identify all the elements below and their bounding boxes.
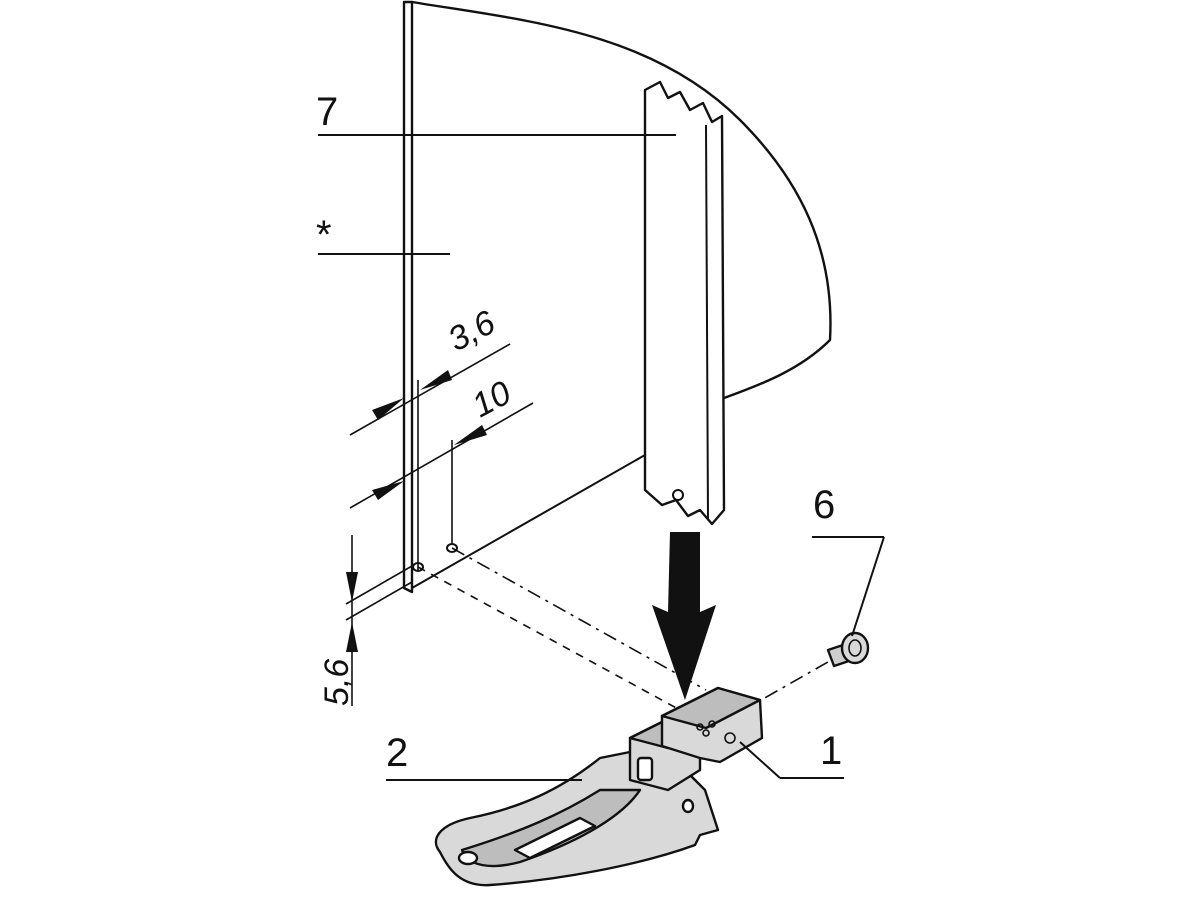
label-part-7: 7: [316, 90, 338, 134]
clamp-pin-c: [702, 729, 710, 737]
panel-hole-a: [412, 562, 424, 572]
clamp-block: [628, 686, 764, 792]
label-part-6: 6: [813, 483, 835, 527]
dim-arrow-right-a: [420, 370, 452, 390]
projection-line-b: [451, 547, 707, 691]
clamp-upper-top: [660, 686, 762, 730]
foot-slot: [513, 816, 597, 860]
label-part-2: 2: [386, 731, 408, 775]
extension-line-c: [345, 565, 413, 605]
screw: [826, 631, 870, 668]
insertion-arrow: [652, 532, 716, 700]
leader-part-6-v: [851, 536, 885, 637]
rail-body: [643, 80, 726, 526]
dim-arrow-down: [346, 572, 358, 602]
label-part-1: 1: [820, 729, 842, 773]
foot-hole-a: [457, 850, 479, 866]
panel-hole-b: [446, 543, 458, 553]
panel-curved-cutout: [411, 0, 832, 400]
foot-groove: [460, 788, 642, 868]
dimension-10: 10: [349, 374, 534, 545]
clamp-side-hole: [724, 732, 736, 744]
dim-arrow-up: [346, 622, 358, 652]
leader-part-1-d: [739, 741, 781, 779]
projection-line-a: [417, 566, 681, 711]
dim-text-5-6: 5,6: [318, 659, 356, 706]
dimension-3-6: 3,6: [349, 303, 511, 570]
dimension-line-3-6: [349, 343, 511, 436]
rail-hole: [672, 489, 684, 501]
clamp-pin-b: [708, 720, 716, 728]
cabinet-panel: [402, 0, 832, 594]
label-asterisk: *: [316, 213, 332, 257]
dim-arrow-right-b: [454, 425, 487, 445]
clamp-window: [636, 756, 654, 782]
dimension-5-6: 5,6: [318, 535, 413, 706]
rail-inner-edge: [705, 124, 709, 521]
vertical-rail: [643, 80, 726, 526]
extension-line-d: [345, 581, 413, 621]
clamp-pin-a: [696, 723, 704, 731]
dim-arrow-left-b: [372, 481, 404, 500]
dim-text-3-6: 3,6: [442, 303, 502, 359]
panel-bottom-edge: [411, 454, 646, 589]
dim-arrow-left-a: [372, 398, 404, 420]
foot-hole-b: [681, 798, 695, 814]
panel-front-edge: [402, 0, 414, 594]
projection-line-c: [739, 657, 836, 713]
